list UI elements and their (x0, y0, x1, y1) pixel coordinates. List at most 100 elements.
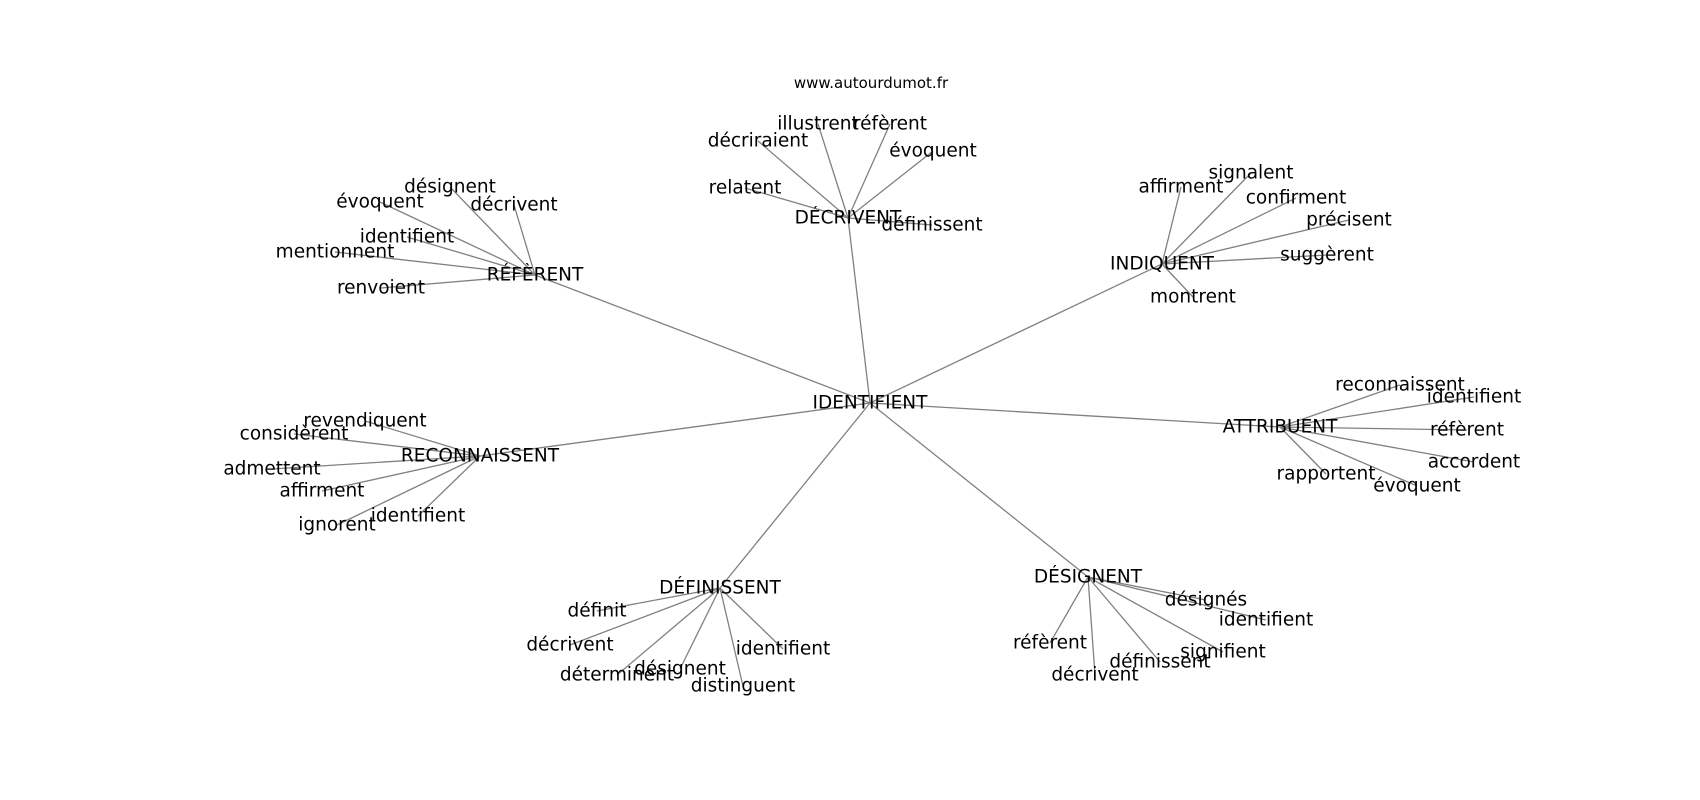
edge-hub-to-leaf (1279, 396, 1475, 428)
leaf-node: identifient (1219, 610, 1313, 631)
edge-hub-to-leaf (847, 123, 891, 219)
leaf-node: décrivent (1051, 665, 1138, 686)
leaf-node: réfèrent (1013, 633, 1087, 654)
edge-center-to-hub (869, 402, 1089, 578)
edge-hub-to-leaf (1161, 263, 1194, 298)
edges-layer (271, 123, 1475, 687)
edge-hub-to-leaf (364, 420, 481, 457)
leaf-node: renvoient (337, 278, 425, 299)
leaf-node: désignés (1165, 590, 1247, 611)
edge-hub-to-leaf (1087, 576, 1161, 663)
hub-node: DÉFINISSENT (659, 577, 781, 599)
edge-hub-to-leaf (271, 455, 481, 470)
leaf-node: déterminent (560, 665, 674, 686)
edge-center-to-hub (479, 402, 871, 457)
hub-node: INDIQUENT (1110, 254, 1215, 275)
edge-hub-to-leaf (1161, 219, 1350, 265)
hub-node: DÉSIGNENT (1034, 566, 1143, 588)
hub-node: RECONNAISSENT (401, 446, 560, 467)
leaf-node: décrivent (470, 195, 557, 216)
center-node: IDENTIFIENT (813, 393, 929, 414)
leaf-node: illustrent (777, 114, 859, 135)
leaf-node: relatent (709, 178, 782, 199)
leaf-node: rapportent (1277, 464, 1376, 485)
edge-hub-to-leaf (1087, 576, 1224, 653)
edge-hub-to-leaf (1049, 576, 1089, 644)
edge-center-to-hub (847, 217, 871, 404)
edge-hub-to-leaf (616, 587, 721, 676)
leaf-node: réfèrent (1430, 420, 1504, 441)
edge-center-to-hub (869, 263, 1163, 404)
edge-hub-to-leaf (449, 186, 536, 276)
leaf-node: suggèrent (1280, 245, 1374, 266)
edge-hub-to-leaf (757, 140, 849, 219)
leaf-node: affirment (280, 481, 365, 502)
edge-center-to-hub (719, 402, 871, 589)
leaf-node: définissent (1109, 652, 1210, 673)
edge-hub-to-leaf (380, 274, 536, 289)
edge-hub-to-leaf (1161, 197, 1297, 265)
edge-hub-to-leaf (569, 587, 721, 646)
leaf-node: accordent (1428, 452, 1520, 473)
leaf-node: précisent (1306, 210, 1392, 231)
edge-hub-to-leaf (1087, 576, 1267, 621)
edge-hub-to-leaf (417, 455, 481, 517)
edge-hub-to-leaf (1279, 426, 1418, 487)
leaf-node: évoquent (1373, 476, 1460, 497)
edge-hub-to-leaf (336, 455, 481, 526)
leaf-node: ignorent (298, 515, 376, 536)
leaf-node: signifient (1180, 642, 1265, 663)
edge-hub-to-leaf (406, 236, 536, 276)
leaf-node: identifient (1427, 387, 1521, 408)
leaf-node: reconnaissent (1335, 375, 1465, 396)
leaf-node: admettent (223, 459, 320, 480)
edge-hub-to-leaf (334, 251, 536, 276)
edge-hub-to-leaf (379, 201, 536, 276)
edge-hub-to-leaf (679, 587, 721, 670)
edge-hub-to-leaf (293, 433, 481, 457)
leaf-node: décriraient (708, 131, 809, 152)
leaf-node: distinguent (691, 676, 795, 697)
leaf-node: identifient (736, 639, 830, 660)
leaf-node: réfèrent (853, 114, 927, 135)
labels-layer: www.autourdumot.fr IDENTIFIENT DÉCRIVENT i… (223, 74, 1521, 697)
edge-hub-to-leaf (719, 587, 784, 650)
edge-hub-to-leaf (1161, 172, 1252, 265)
leaf-node: désignent (634, 659, 726, 680)
edge-hub-to-leaf (1279, 426, 1475, 463)
hub-node: ATTRIBUENT (1223, 417, 1339, 438)
edge-hub-to-leaf (847, 217, 933, 226)
edge-hub-to-leaf (1279, 426, 1327, 475)
edge-hub-to-leaf (719, 587, 744, 687)
edge-hub-to-leaf (1279, 384, 1401, 428)
hub-node: DÉCRIVENT (795, 207, 902, 229)
leaf-node: signalent (1208, 163, 1293, 184)
edge-hub-to-leaf (1087, 576, 1096, 676)
leaf-node: revendiquent (303, 411, 426, 432)
edge-hub-to-leaf (1161, 186, 1182, 265)
edge-center-to-hub (869, 402, 1281, 428)
leaf-node: considèrent (240, 424, 349, 445)
site-caption: www.autourdumot.fr (794, 74, 949, 92)
edge-center-to-hub (534, 274, 871, 404)
leaf-node: désignent (404, 177, 496, 198)
leaf-node: décrivent (526, 635, 613, 656)
leaf-node: confirment (1246, 188, 1347, 209)
leaf-node: évoquent (336, 192, 423, 213)
leaf-node: définissent (881, 215, 982, 236)
edge-hub-to-leaf (817, 123, 849, 219)
leaf-node: montrent (1150, 287, 1236, 308)
hub-node: RÉFÈRENT (487, 264, 584, 286)
edge-hub-to-leaf (1161, 254, 1328, 265)
leaf-node: évoquent (889, 141, 976, 162)
leaf-node: définit (568, 601, 627, 622)
edge-hub-to-leaf (744, 187, 849, 219)
edge-hub-to-leaf (321, 455, 481, 492)
leaf-node: identifient (360, 227, 454, 248)
edge-hub-to-leaf (596, 587, 721, 612)
leaf-node: affirment (1139, 177, 1224, 198)
leaf-node: mentionnent (276, 242, 395, 263)
leaf-node: identifient (371, 506, 465, 527)
edge-hub-to-leaf (513, 204, 536, 276)
